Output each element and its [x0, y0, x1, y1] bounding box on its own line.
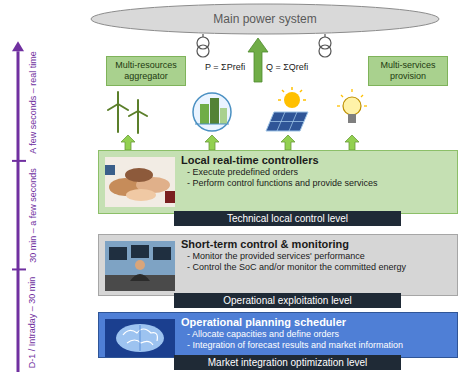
level-bar: Market integration optimization level: [174, 355, 401, 370]
heading-text: Short-term control & monitoring: [181, 238, 451, 251]
ellipse-shape: [91, 4, 439, 34]
control-panel: Local real-time controllers- Execute pre…: [98, 150, 458, 214]
monitoring-panel: Short-term control & monitoring- Monitor…: [98, 234, 458, 296]
level-bar: Technical local control level: [174, 211, 401, 226]
aggregator-box: Multi-resources aggregator: [106, 56, 186, 86]
time-axis-ticks: [12, 161, 26, 270]
light-bulb-icon: [337, 89, 367, 123]
building-icon: [193, 93, 231, 131]
power-system-ellipse: Main power system: [90, 3, 440, 35]
heading-text: Operational exploitation level: [178, 293, 397, 308]
transformer-symbol: [197, 34, 209, 57]
time-axis-arrowhead: [12, 41, 24, 51]
bullet-text: - Execute predefined orders: [181, 167, 451, 178]
time-scale-label: D-1 / Intraday – 30 min: [28, 276, 39, 368]
heading-text: Multi-services provision: [372, 60, 444, 82]
time-scale-label: A few seconds – real time: [28, 51, 39, 154]
power-flow-arrow: [248, 38, 268, 82]
heading-text: Local real-time controllers: [181, 154, 451, 167]
services-box: Multi-services provision: [368, 56, 448, 86]
transformer-symbol: [319, 34, 331, 57]
bullet-text: - Integration of forecast results and ma…: [181, 340, 451, 351]
time-scale-label: 30 min – a few seconds: [28, 168, 39, 263]
time-tick: [12, 160, 26, 162]
bullet-text: - Perform control functions and provide …: [181, 178, 451, 189]
operator-photo: [105, 241, 175, 291]
service-flow-arrow: [121, 135, 359, 150]
heading-text: Operational planning scheduler: [181, 316, 451, 329]
heading-text: Market integration optimization level: [178, 355, 397, 370]
bullet-text: - Monitor the provided services' perform…: [181, 251, 451, 262]
heading-text: Main power system: [90, 3, 440, 35]
time-tick: [12, 268, 26, 270]
solar-panel-icon: [266, 87, 308, 131]
hands-photo: [105, 157, 175, 207]
bullet-text: - Allocate capacities and define orders: [181, 329, 451, 340]
wind-turbine-icon: [108, 92, 147, 133]
flow-formula: P = ΣPrefi: [205, 62, 245, 72]
bullet-text: - Control the SoC and/or monitor the com…: [181, 262, 451, 273]
flow-formula: Q = ΣQrefi: [266, 62, 308, 72]
heading-text: Multi-resources aggregator: [110, 60, 182, 82]
time-axis-arrow: [17, 51, 20, 372]
brain-picture: [105, 319, 175, 357]
heading-text: Technical local control level: [178, 211, 397, 226]
level-bar: Operational exploitation level: [174, 293, 401, 308]
scheduler-panel: Operational planning scheduler- Allocate…: [98, 312, 458, 358]
